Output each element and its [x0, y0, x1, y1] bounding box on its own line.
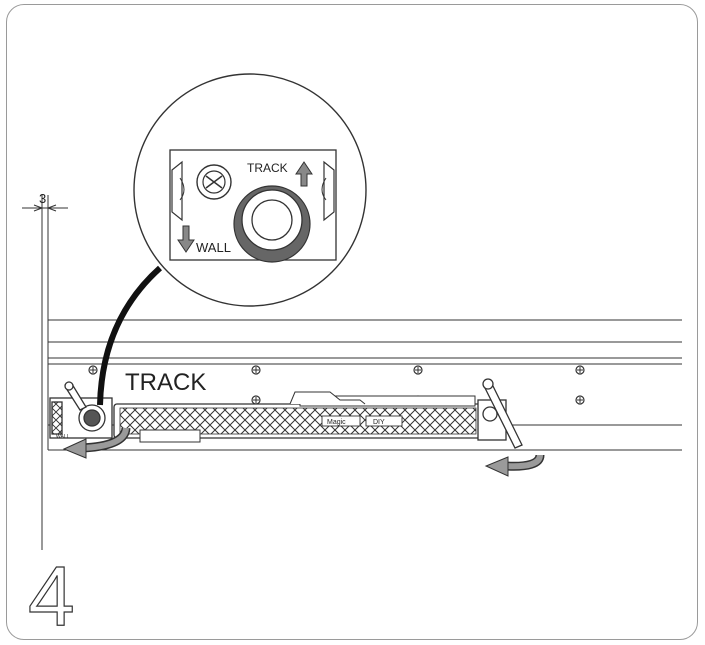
mounting-plate: Magic DIY	[113, 391, 483, 443]
step-number: 4	[28, 549, 75, 643]
arrow-up-icon	[295, 161, 313, 187]
dimension-label: 3	[39, 191, 46, 206]
detail-inset: TRACK WALL	[133, 73, 367, 307]
part-marking-2: DIY	[373, 419, 385, 426]
right-clip	[477, 378, 523, 449]
adjustment-screw	[196, 164, 232, 200]
small-wall-label: WALL	[56, 434, 70, 440]
dimension-marker: 3	[22, 191, 68, 550]
screw-heads	[88, 365, 585, 405]
part-marking-1: Magic	[327, 419, 346, 426]
rotate-arrow-left	[62, 427, 131, 459]
arrow-down-icon	[177, 225, 195, 253]
rotate-arrow-right	[484, 454, 545, 477]
instruction-panel-frame	[6, 4, 698, 640]
callout-connector	[97, 265, 163, 406]
locking-knob	[233, 185, 311, 263]
inset-track-label: TRACK	[247, 161, 288, 175]
inset-wall-label: WALL	[196, 240, 231, 255]
track-label: TRACK	[125, 369, 206, 396]
